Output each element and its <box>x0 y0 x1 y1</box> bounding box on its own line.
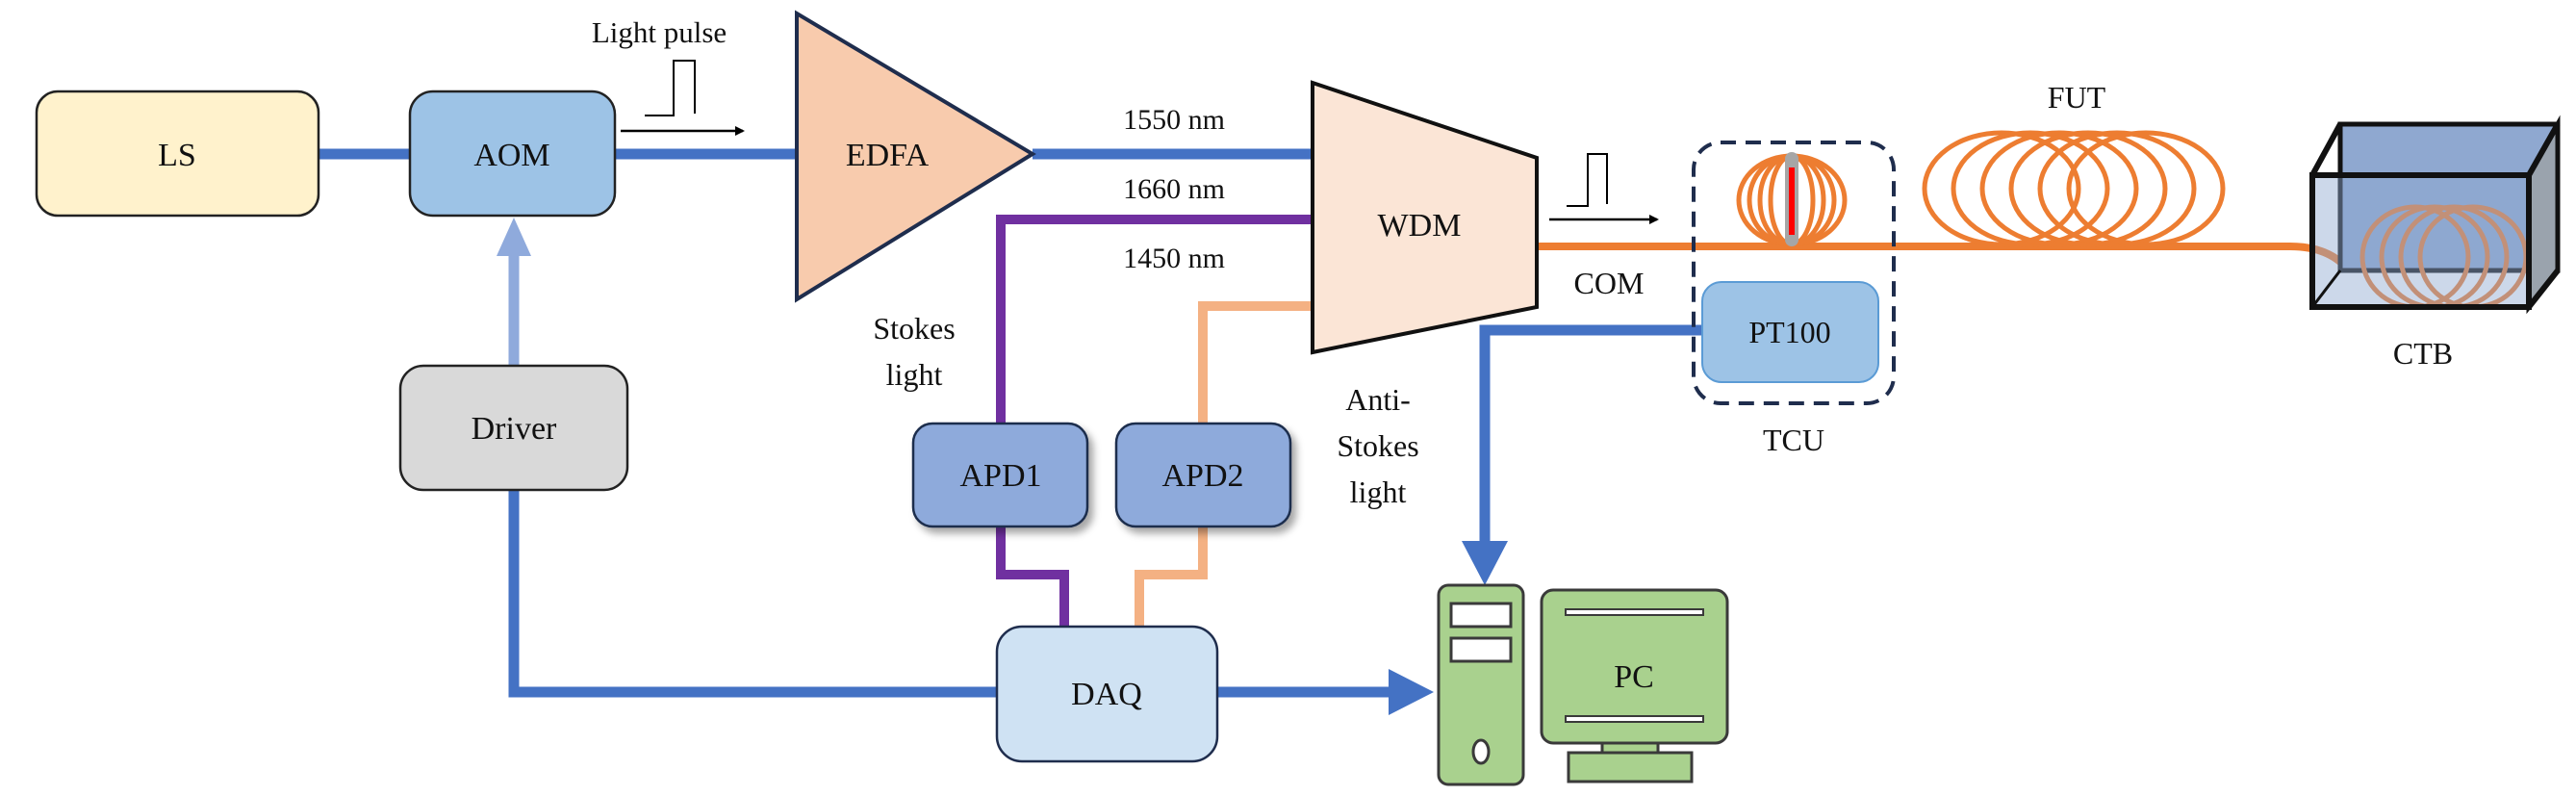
ctb-front-face <box>2309 172 2532 310</box>
ctb-bath[interactable] <box>2309 115 2561 315</box>
link-pt100-pc <box>1479 324 1702 544</box>
fut-label: FUT <box>2048 80 2106 115</box>
daq-label: DAQ <box>1071 677 1142 712</box>
wdm-label: WDM <box>1378 208 1462 244</box>
stokes-light-label-line1: Stokes <box>873 311 955 346</box>
com-pulse-indicator <box>1549 153 1659 224</box>
anti-stokes-label-line1: Anti- <box>1345 382 1411 417</box>
pt100-block[interactable]: PT100 <box>1701 281 1879 383</box>
arrowhead-driver-aom <box>497 218 531 256</box>
stokes-light-label-line2: light <box>886 357 943 392</box>
pc-computer[interactable]: PC <box>1437 583 1729 786</box>
pt100-label: PT100 <box>1748 315 1830 349</box>
tcu-unit[interactable]: PT100 <box>1692 141 1896 405</box>
link-wdm-apd1-stokes <box>996 215 1313 424</box>
ctb-edge <box>2309 122 2343 177</box>
aom-label: AOM <box>473 138 549 173</box>
thermometer-icon <box>1785 152 1798 246</box>
ctb-label: CTB <box>2393 336 2453 371</box>
driver-label: Driver <box>472 411 557 447</box>
ctb-edge <box>2310 270 2342 308</box>
wavelength-1550-label: 1550 nm <box>1123 104 1225 136</box>
wavelength-1450-label: 1450 nm <box>1123 243 1225 274</box>
wavelength-1660-label: 1660 nm <box>1123 173 1225 205</box>
daq-block[interactable]: DAQ <box>995 625 1219 763</box>
fiber-com-line <box>1537 243 2352 272</box>
ctb-edge <box>2526 269 2561 309</box>
com-label: COM <box>1574 266 1645 300</box>
apd1-label: APD1 <box>959 458 1041 494</box>
link-apd2-daq <box>1135 526 1208 627</box>
anti-stokes-label-line2: Stokes <box>1337 428 1418 463</box>
edfa-label: EDFA <box>846 138 930 173</box>
wdm-block[interactable]: WDM <box>1311 80 1539 355</box>
tcu-label: TCU <box>1763 423 1824 457</box>
driver-block[interactable]: Driver <box>398 364 629 492</box>
pc-monitor-icon <box>1540 588 1729 783</box>
apd2-block[interactable]: APD2 <box>1114 422 1292 528</box>
apd2-label: APD2 <box>1161 458 1243 494</box>
link-driver-daq <box>508 490 997 698</box>
light-pulse-label: Light pulse <box>592 15 727 49</box>
ls-block[interactable]: LS <box>35 90 320 218</box>
edfa-amplifier[interactable]: EDFA <box>795 10 1036 303</box>
link-apd1-daq <box>996 526 1069 627</box>
pc-tower-icon <box>1437 583 1525 786</box>
aom-block[interactable]: AOM <box>408 90 617 218</box>
fut-fiber-coil-icon <box>1922 130 2226 247</box>
link-wdm-apd2-antistokes <box>1198 301 1313 424</box>
tcu-dashed-boundary <box>1692 141 1896 405</box>
arrowhead-daq-pc <box>1389 669 1434 715</box>
ls-label: LS <box>158 138 196 173</box>
ctb-edge <box>2526 122 2561 177</box>
anti-stokes-label-line3: light <box>1350 475 1407 509</box>
arrowhead-pt100-pc <box>1462 541 1508 585</box>
light-pulse-indicator <box>621 60 745 136</box>
apd1-block[interactable]: APD1 <box>911 422 1089 528</box>
pc-label: PC <box>1614 659 1654 695</box>
